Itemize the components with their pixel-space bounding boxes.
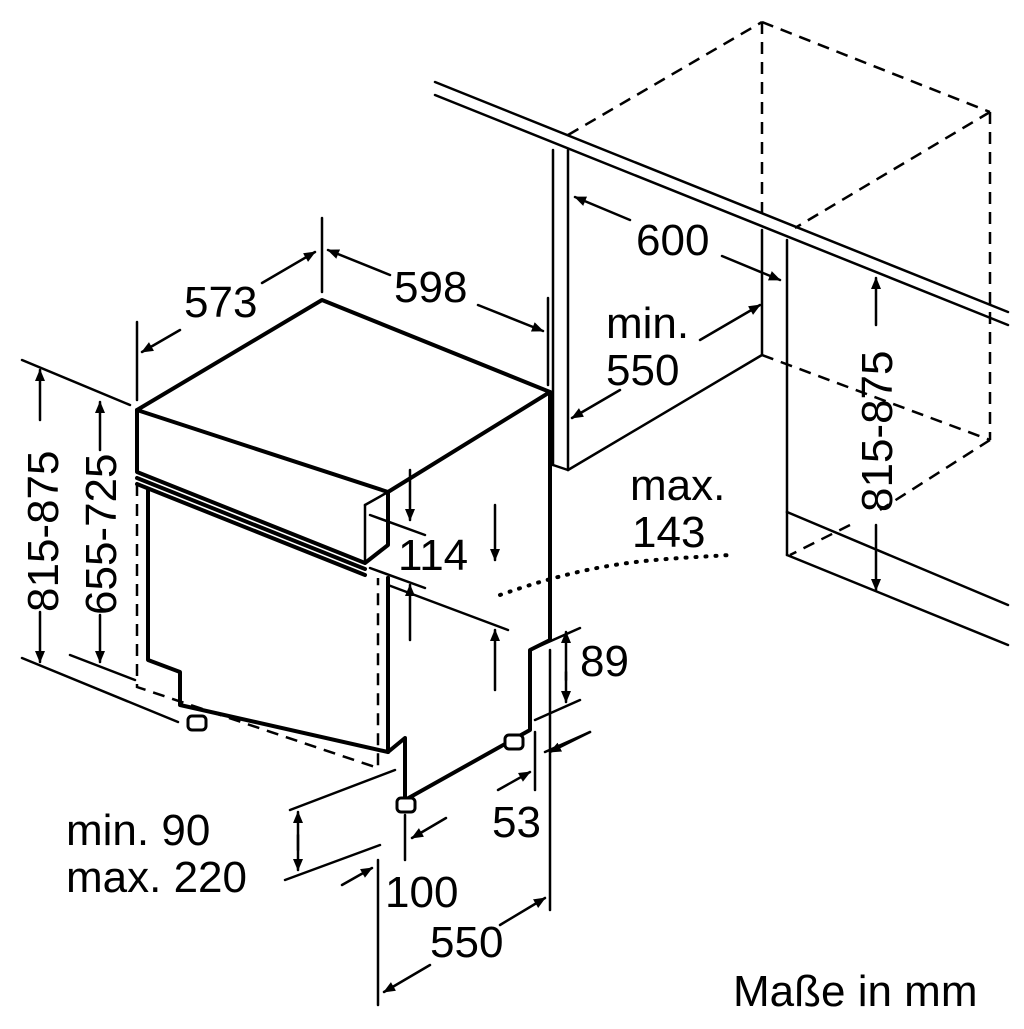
label-foot-max: max. 220 — [66, 853, 247, 902]
label-foot-offset-100: 100 — [385, 868, 458, 917]
door-dashed-outline — [135, 484, 380, 770]
dim-foot-height — [283, 768, 397, 882]
label-plinth-89: 89 — [580, 637, 629, 686]
niche-cabinet — [551, 148, 1010, 647]
dim-598 — [326, 248, 550, 387]
dim-550-bottom — [376, 648, 552, 1007]
label-unit-note: Maße in mm — [733, 967, 977, 1016]
dim-inner-height — [68, 400, 137, 682]
label-max-143: 143 — [632, 508, 705, 557]
label-niche-depth-min: min. — [606, 299, 689, 348]
label-height-inner: 655-725 — [77, 454, 126, 615]
feet — [186, 714, 525, 814]
dim-min-550 — [570, 303, 762, 420]
label-bottom-depth-550: 550 — [430, 918, 503, 967]
label-niche-height: 815-875 — [853, 351, 902, 512]
dim-max-143-leader — [498, 553, 732, 597]
label-niche-depth-550: 550 — [606, 346, 679, 395]
label-plinth-depth-53: 53 — [492, 798, 541, 847]
dim-53 — [496, 730, 592, 792]
label-max: max. — [630, 461, 725, 510]
dim-100 — [340, 813, 448, 887]
label-foot-min: min. 90 — [66, 806, 210, 855]
label-depth-573: 573 — [184, 278, 257, 327]
label-niche-width-600: 600 — [636, 216, 709, 265]
label-height-outer: 815-875 — [19, 451, 68, 612]
label-width-598: 598 — [394, 263, 467, 312]
dim-600 — [573, 195, 782, 282]
dim-573 — [135, 216, 324, 402]
dishwasher-body — [135, 298, 552, 802]
label-panel-114: 114 — [398, 531, 468, 580]
dim-outer-height — [20, 358, 180, 724]
dim-89 — [533, 626, 582, 722]
dim-114 — [368, 468, 510, 692]
niche-dashed-volume — [567, 20, 992, 557]
countertop — [433, 80, 1010, 327]
